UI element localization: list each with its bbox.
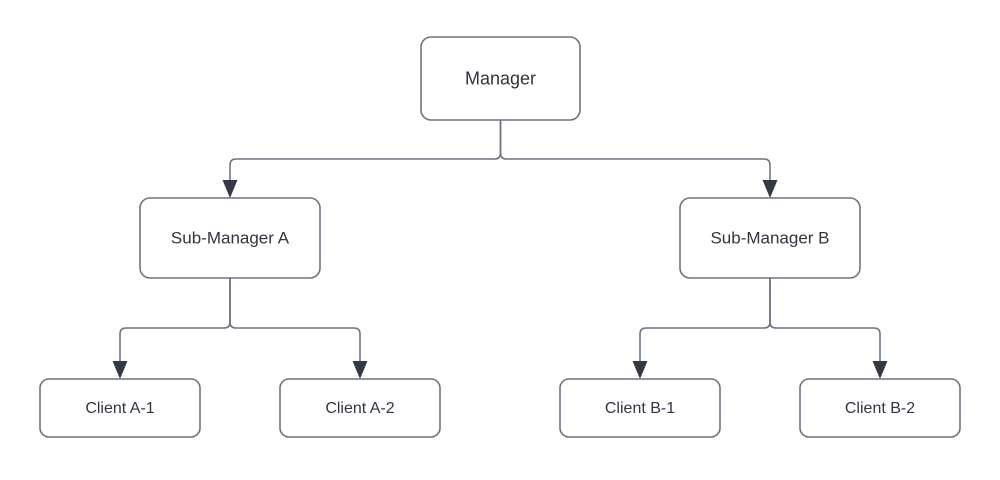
node-client-a-1[interactable]: Client A-1 [39, 378, 201, 438]
node-box[interactable] [559, 378, 721, 438]
arrowhead-icon [352, 361, 368, 379]
connector-line [499, 120, 771, 182]
arrowhead-icon [872, 361, 888, 379]
node-client-b-1[interactable]: Client B-1 [559, 378, 721, 438]
edge-sub-b-to-client-b-1 [632, 278, 771, 379]
connector-line [229, 120, 502, 182]
node-sub-manager-b[interactable]: Sub-Manager B [679, 197, 861, 279]
arrowhead-icon [762, 180, 778, 198]
node-box[interactable] [139, 197, 321, 279]
node-box[interactable] [799, 378, 961, 438]
node-label: Client B-1 [605, 400, 675, 417]
connector-line [119, 278, 231, 363]
node-manager[interactable]: Manager [420, 36, 581, 121]
edge-manager-to-sub-b [499, 120, 778, 198]
node-box[interactable] [279, 378, 441, 438]
connector-line [229, 278, 361, 363]
node-client-a-2[interactable]: Client A-2 [279, 378, 441, 438]
edges-layer [112, 120, 888, 379]
node-label: Client A-2 [325, 400, 394, 417]
node-sub-manager-a[interactable]: Sub-Manager A [139, 197, 321, 279]
arrowhead-icon [222, 180, 238, 198]
edge-sub-a-to-client-a-2 [229, 278, 368, 379]
node-label: Client B-2 [845, 400, 915, 417]
node-box[interactable] [679, 197, 861, 279]
node-label: Sub-Manager A [171, 228, 290, 247]
connector-line [769, 278, 881, 363]
edge-sub-b-to-client-b-2 [769, 278, 888, 379]
edge-manager-to-sub-a [222, 120, 502, 198]
node-label: Client A-1 [85, 400, 154, 417]
node-box[interactable] [420, 36, 581, 121]
edge-sub-a-to-client-a-1 [112, 278, 231, 379]
connector-line [639, 278, 771, 363]
arrowhead-icon [632, 361, 648, 379]
node-box[interactable] [39, 378, 201, 438]
node-client-b-2[interactable]: Client B-2 [799, 378, 961, 438]
node-label: Manager [465, 68, 536, 88]
arrowhead-icon [112, 361, 128, 379]
node-label: Sub-Manager B [710, 228, 829, 247]
